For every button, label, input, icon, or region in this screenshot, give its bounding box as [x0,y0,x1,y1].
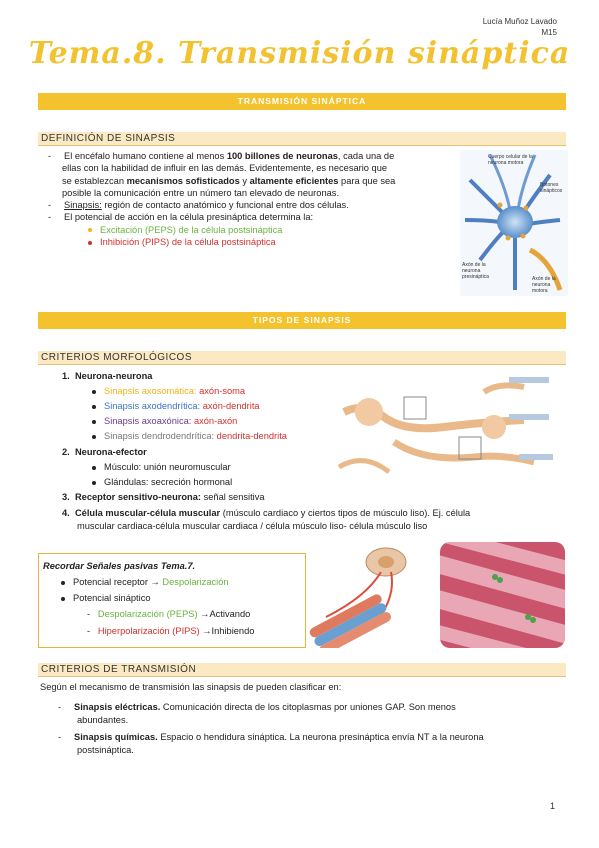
def-line-sinapsis: - Sinapsis: región de contacto anatómico… [48,200,349,211]
bullet-icon [92,480,96,485]
recordar-title: Recordar Señales pasivas Tema.7. [43,561,196,571]
morf-sub-axoaxonica: Sinapsis axoaxónica: axón-axón [92,415,237,427]
bullet-icon [92,419,96,424]
bullet-icon [61,580,65,585]
recordar-peps: - Despolarización (PEPS) →Activando [87,609,251,619]
section-transmision: CRITERIOS DE TRANSMISIÓN [38,663,566,677]
morf-sub-musculo: Músculo: unión neuromuscular [92,461,231,473]
neuromuscular-image [306,542,436,648]
banner-transmision: TRANSMISIÓN SINÁPTICA [38,93,566,110]
morf-sub-glandulas: Glándulas: secreción hormonal [92,476,232,488]
author-name: Lucía Muñoz Lavado [482,17,557,26]
author-group: M15 [541,28,557,37]
bullet-icon [61,596,65,601]
def-bullet-excitacion: Excitación (PEPS) de la célula postsináp… [48,224,458,236]
muscle-micro-image [440,542,565,648]
bullet-icon [92,404,96,409]
trans-quimicas-cont: postsináptica. [77,745,134,755]
bullet-icon [92,434,96,439]
morf-item-3: 3. Receptor sensitivo-neurona: señal sen… [62,492,265,502]
def-line-3: se establezcan mecanismos sofisticados y… [62,175,396,186]
muscle-micro-illustration [440,542,565,648]
def-line-potencial: - El potencial de acción en la célula pr… [48,212,314,223]
morf-item-2: 2. Neurona-efector [62,447,147,457]
morf-sub-dendrodendritica: Sinapsis dendrodendrítica: dendrita-dend… [92,430,287,442]
neuron-illustration [460,150,568,296]
neuromuscular-illustration [306,542,436,648]
trans-electricas-cont: abundantes. [77,715,129,725]
section-morfologicos: CRITERIOS MORFOLÓGICOS [38,351,566,365]
recordar-box: Recordar Señales pasivas Tema.7. Potenci… [38,553,306,648]
neuron-label-motor: Axón de la neurona motora [532,276,556,294]
trans-electricas: - Sinapsis eléctricas. Comunicación dire… [58,702,456,712]
morf-item-4-cont: muscular cardiaca-célula muscular cardia… [77,521,428,531]
neuron-label-buttons: Botones sinápticos [540,182,563,194]
def-line-1: - El encéfalo humano contiene al menos 1… [48,151,395,161]
page-number: 1 [549,801,555,811]
definicion-text: - El encéfalo humano contiene al menos 1… [48,150,458,248]
trans-intro: Según el mecanismo de transmisión las si… [40,682,342,692]
recordar-sinaptico: Potencial sináptico [61,592,151,604]
def-line-2: ellas con la habilidad de influir en las… [62,163,388,174]
morf-sub-axosomatica: Sinapsis axosomática: axón-soma [92,385,245,397]
def-bullet-inhibicion: Inhibición (PIPS) de la célula postsináp… [48,236,458,248]
bullet-icon [92,389,96,394]
neuron-label-body: Cuerpo celular de la neurona motora [488,154,533,166]
neuron-image: Cuerpo celular de la neurona motora Boto… [460,150,568,296]
synapse-types-illustration [334,372,562,484]
morf-sub-axodendritica: Sinapsis axodendrítica: axón-dendrita [92,400,260,412]
morf-item-4: 4. Célula muscular-célula muscular (músc… [62,508,471,518]
recordar-receptor: Potencial receptor → Despolarización [61,576,229,588]
bullet-icon [92,465,96,470]
page-title: Tema.8. Transmisión sináptica [28,36,571,71]
trans-quimicas: - Sinapsis químicas. Espacio o hendidura… [58,732,484,742]
def-line-4: posible la comunicación entre un número … [62,187,340,198]
bullet-icon [88,228,92,233]
morf-item-1: 1. Neurona-neurona [62,371,153,381]
recordar-pips: - Hiperpolarización (PIPS) →Inhibiendo [87,626,255,636]
neuron-label-presynaptic: Axón de la neurona presináptica [462,262,489,280]
banner-tipos: TIPOS DE SINAPSIS [38,312,566,329]
author-block: Lucía Muñoz Lavado M15 [483,16,557,38]
bullet-icon [88,240,92,245]
synapse-types-image [334,372,562,484]
section-definicion: DEFINICIÓN DE SINAPSIS [38,132,566,146]
